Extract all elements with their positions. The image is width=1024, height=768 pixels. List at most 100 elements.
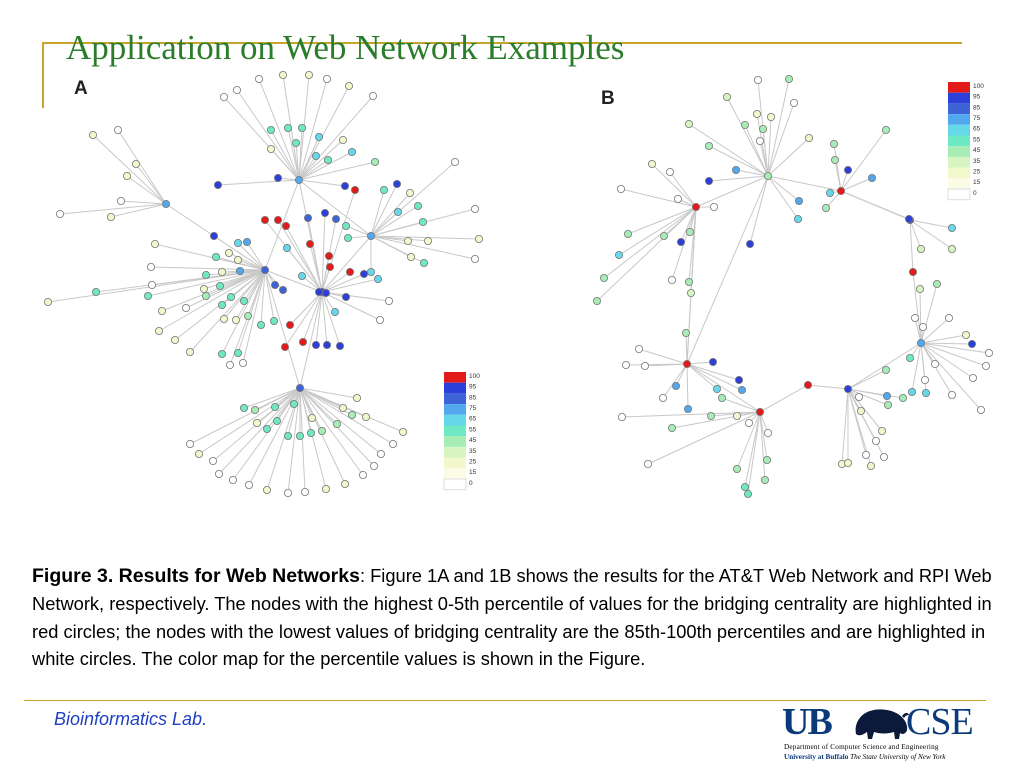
- network-b-edge: [909, 219, 953, 250]
- network-b-node: [600, 273, 609, 282]
- network-a-edge: [120, 200, 167, 205]
- logo-cse-text: CSE: [906, 701, 974, 743]
- network-b-node: [707, 411, 716, 420]
- network-b-node: [857, 406, 866, 415]
- network-b-node: [744, 489, 753, 498]
- network-a-node: [332, 419, 341, 428]
- network-b-edge: [767, 175, 842, 192]
- network-b-edge: [847, 388, 885, 458]
- network-b-edge: [603, 206, 697, 279]
- colorbar-b-label: 35: [973, 158, 981, 165]
- network-b-node: [618, 412, 627, 421]
- network-b-node: [593, 296, 602, 305]
- network-a-node: [250, 405, 259, 414]
- network-b-node: [831, 155, 840, 164]
- network-a-edge: [298, 85, 350, 181]
- network-a-edge: [370, 192, 411, 237]
- network-b-node: [641, 361, 650, 370]
- network-b-node: [668, 423, 677, 432]
- network-a-node: [361, 412, 370, 421]
- network-b-edge: [726, 96, 769, 177]
- footer-rule: [24, 700, 986, 701]
- network-b-node: [916, 284, 925, 293]
- network-a-node: [295, 431, 304, 440]
- network-b-node: [767, 113, 776, 122]
- network-b-node: [882, 365, 891, 374]
- network-b-node: [622, 360, 631, 369]
- network-b-edge: [914, 317, 922, 344]
- network-b-edge: [847, 388, 889, 406]
- network-a-node: [297, 271, 306, 280]
- network-b-node: [624, 229, 633, 238]
- network-b-edge: [644, 363, 688, 367]
- network-a-node: [405, 188, 414, 197]
- network-a-edge: [59, 203, 167, 215]
- network-b-node: [659, 393, 668, 402]
- network-b-node: [685, 120, 694, 129]
- network-b-node: [985, 348, 994, 357]
- network-a-edge: [321, 291, 341, 347]
- network-b-node: [677, 237, 686, 246]
- network-b-edge: [690, 206, 697, 294]
- network-b-edge: [744, 124, 769, 177]
- network-b-node: [705, 141, 714, 150]
- network-a-edge: [47, 269, 266, 303]
- network-b-edge: [920, 342, 927, 394]
- network-b-edge: [909, 219, 914, 273]
- network-b-node: [880, 452, 889, 461]
- network-a-node: [147, 280, 156, 289]
- network-a-node: [92, 287, 101, 296]
- network-a-node: [350, 185, 359, 194]
- network-a-edge: [307, 217, 323, 293]
- network-a-node: [161, 199, 170, 208]
- network-a-node: [335, 341, 344, 350]
- network-a-node: [317, 426, 326, 435]
- network-a-edge: [198, 387, 301, 455]
- network-a-node: [262, 485, 271, 494]
- network-a-node: [338, 135, 347, 144]
- network-a-edge: [370, 183, 398, 237]
- network-a-node: [366, 267, 375, 276]
- network-b-edge: [767, 78, 790, 177]
- network-b-edge: [920, 342, 953, 396]
- network-b-edge: [920, 342, 974, 379]
- network-a-nodes: [44, 71, 483, 497]
- network-b-node: [746, 239, 755, 248]
- network-a-edge: [237, 242, 266, 271]
- network-b-node: [764, 428, 773, 437]
- network-a-edge: [298, 78, 328, 181]
- network-a-node: [242, 237, 251, 246]
- network-a-edge: [235, 269, 266, 321]
- network-a-edge: [321, 291, 381, 321]
- network-a-node: [225, 360, 234, 369]
- network-a-node: [244, 480, 253, 489]
- colorbar-b-label: 15: [973, 179, 981, 186]
- colorbar-a-swatch: [444, 414, 466, 426]
- network-b-node: [884, 400, 893, 409]
- network-a-edge: [161, 269, 266, 312]
- network-a-edge: [298, 161, 376, 181]
- network-b-node: [668, 275, 677, 284]
- network-b-node: [931, 359, 940, 368]
- network-a-node: [304, 71, 313, 80]
- network-a-node: [398, 427, 407, 436]
- network-a-node: [306, 428, 315, 437]
- network-b-edge: [840, 177, 873, 192]
- network-a-edge: [218, 387, 301, 475]
- network-a-node: [311, 151, 320, 160]
- network-b-edge: [920, 334, 967, 344]
- network-a-node: [226, 292, 235, 301]
- network-b-edge: [767, 175, 799, 220]
- network-a-node: [283, 124, 292, 133]
- network-a-node: [143, 291, 152, 300]
- network-b-edge: [847, 388, 904, 399]
- network-a-node: [214, 469, 223, 478]
- network-b-edge: [747, 411, 761, 495]
- colorbar-a-swatch: [444, 372, 466, 383]
- network-b-node: [759, 125, 768, 134]
- network-a-edge: [237, 259, 266, 271]
- panel-label-a: A: [74, 78, 88, 99]
- network-b-node: [948, 390, 957, 399]
- network-b-edge: [920, 317, 950, 344]
